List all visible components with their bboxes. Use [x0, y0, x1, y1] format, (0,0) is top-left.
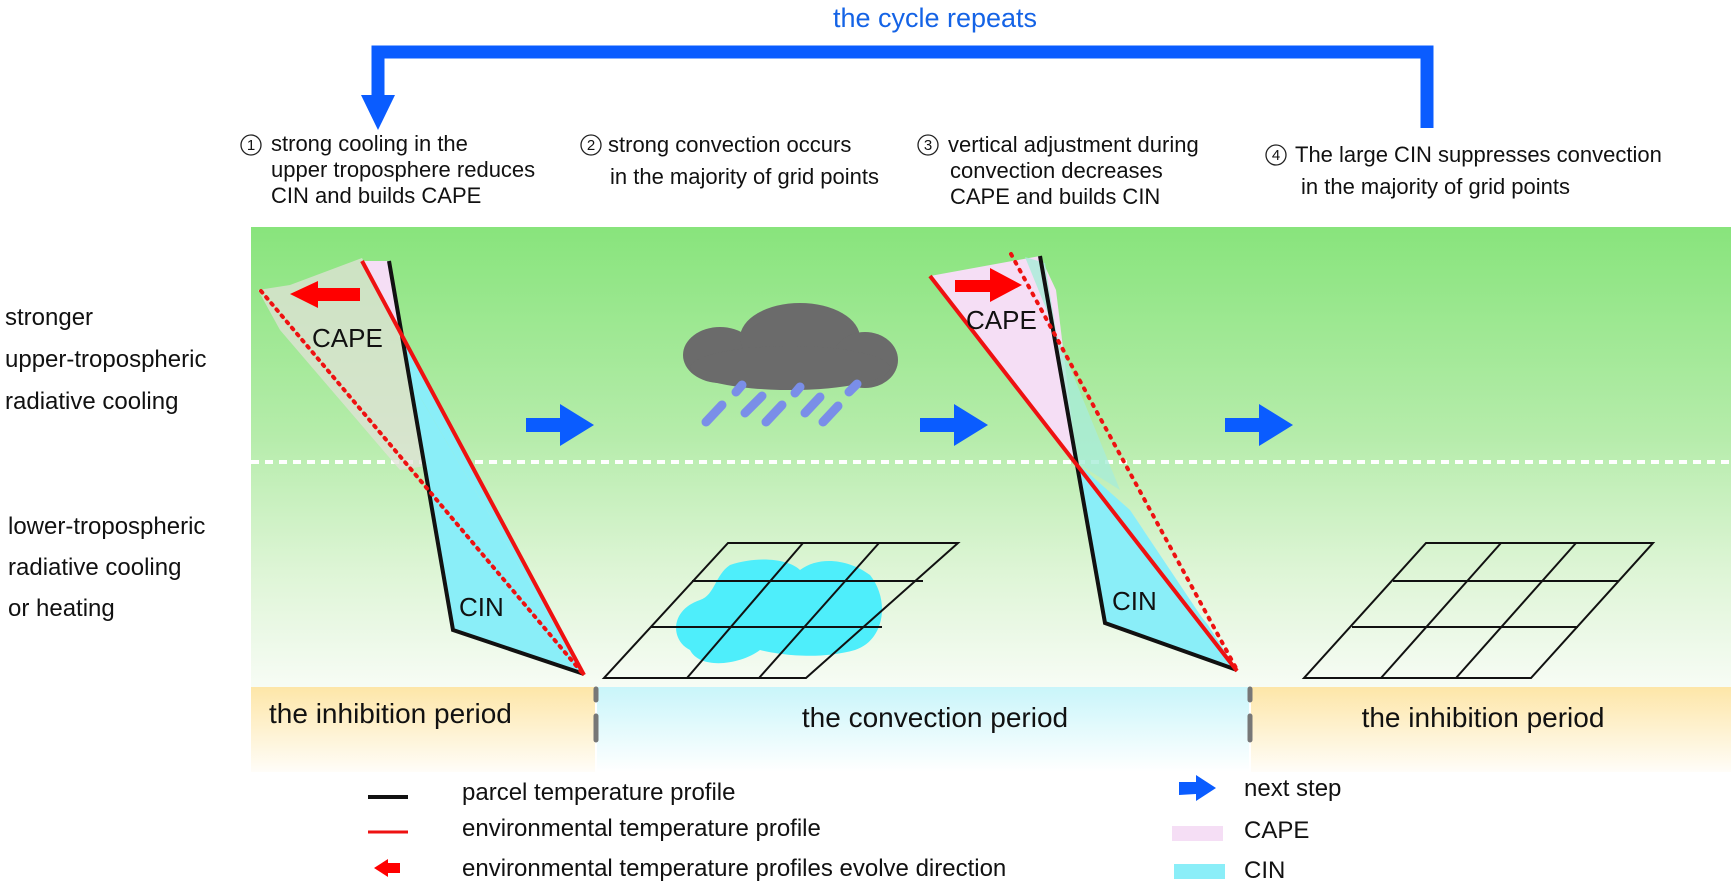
step-2-line-1: strong convection occurs [608, 132, 851, 157]
cape-label-2: CAPE [966, 305, 1037, 335]
legend-parcel-label: parcel temperature profile [462, 779, 735, 806]
step-3-line-2: convection decreases [950, 158, 1163, 183]
environment-profile-2 [928, 274, 1239, 673]
lower-label-line-2: radiative cooling [8, 554, 181, 581]
next-step-arrow-3 [1225, 404, 1293, 446]
period-label-inhibition-1: the inhibition period [269, 698, 512, 729]
step-3-line-3: CAPE and builds CIN [950, 184, 1160, 209]
previous-environment-profile-1 [259, 289, 586, 677]
environment-profile-1 [360, 260, 586, 676]
upper-label-line-1: stronger [5, 304, 93, 331]
period-label-convection: the convection period [802, 702, 1068, 733]
cycle-label: the cycle repeats [833, 3, 1037, 33]
step-1-number: 1 [247, 137, 255, 154]
step-1-caption: 1 strong cooling in the upper tropospher… [240, 131, 535, 208]
cin-swatch-icon [1174, 864, 1225, 879]
legend-right: next step CAPE CIN [1172, 775, 1341, 884]
step-2-number: 2 [587, 137, 595, 154]
step-2-number-circle [580, 134, 602, 156]
convection-puddle [676, 559, 882, 664]
legend-left: parcel temperature profile environmental… [368, 779, 1006, 882]
lower-side-label: lower-tropospheric radiative cooling or … [8, 513, 205, 622]
profile-diagram-2: CAPE CIN [928, 252, 1239, 673]
lower-label-line-3: or heating [8, 595, 115, 622]
step-1-number-circle [240, 134, 262, 156]
rain-cloud-icon [683, 303, 898, 427]
upper-label-line-2: upper-tropospheric [5, 346, 206, 373]
cape-label-1: CAPE [312, 323, 383, 353]
step-4-number-circle [1265, 144, 1287, 166]
legend-environment-label: environmental temperature profile [462, 815, 821, 842]
profile-diagram-1: CAPE CIN [258, 258, 586, 677]
next-step-arrow-1 [526, 404, 594, 446]
evolve-direction-arrow-right [955, 268, 1022, 302]
legend-next-step-label: next step [1244, 775, 1341, 802]
blue-arrow-icon [1179, 775, 1216, 801]
period-band-inhibition-1 [251, 687, 595, 772]
cin-area-1 [403, 340, 584, 674]
cycle-repeat-arrow [371, 45, 1434, 128]
lower-label-line-1: lower-tropospheric [8, 513, 205, 540]
step-1-line-3: CIN and builds CAPE [271, 183, 481, 208]
rain-drops [701, 379, 862, 427]
next-step-arrow-2 [920, 404, 988, 446]
parcel-profile-2 [1038, 255, 1238, 672]
previous-environment-profile-2 [1009, 252, 1238, 670]
red-arrow-icon [374, 859, 400, 877]
period-band-inhibition-2 [1251, 687, 1731, 772]
step-2-line-2: in the majority of grid points [610, 164, 879, 189]
cape-swatch-icon [1172, 826, 1223, 841]
cycle-arrow-head [361, 95, 395, 130]
upper-side-label: stronger upper-tropospheric radiative co… [5, 304, 206, 415]
legend-evolve-label: environmental temperature profiles evolv… [462, 855, 1006, 882]
step-3-number-circle [917, 134, 939, 156]
upper-label-line-3: radiative cooling [5, 388, 178, 415]
period-label-inhibition-2: the inhibition period [1362, 702, 1605, 733]
step-3-number: 3 [924, 137, 932, 154]
cin-label-1: CIN [459, 592, 504, 622]
step-1-line-2: upper troposphere reduces [271, 157, 535, 182]
parcel-profile-1 [387, 260, 585, 676]
step-1-line-1: strong cooling in the [271, 131, 468, 156]
step-4-line-2: in the majority of grid points [1301, 174, 1570, 199]
grid-without-convection [1301, 542, 1656, 679]
legend-cape-label: CAPE [1244, 817, 1309, 844]
step-4-line-1: The large CIN suppresses convection [1295, 142, 1662, 167]
grid-with-convection [601, 542, 961, 679]
cin-label-2: CIN [1112, 586, 1157, 616]
step-2-caption: 2 strong convection occurs in the majori… [580, 132, 879, 189]
period-band-convection [597, 687, 1249, 772]
step-3-caption: 3 vertical adjustment during convection … [917, 132, 1199, 209]
evolve-direction-arrow-left [290, 281, 360, 308]
step-4-caption: 4 The large CIN suppresses convection in… [1265, 142, 1662, 199]
step-4-number: 4 [1272, 147, 1280, 164]
step-3-line-1: vertical adjustment during [948, 132, 1199, 157]
legend-cin-label: CIN [1244, 857, 1285, 884]
